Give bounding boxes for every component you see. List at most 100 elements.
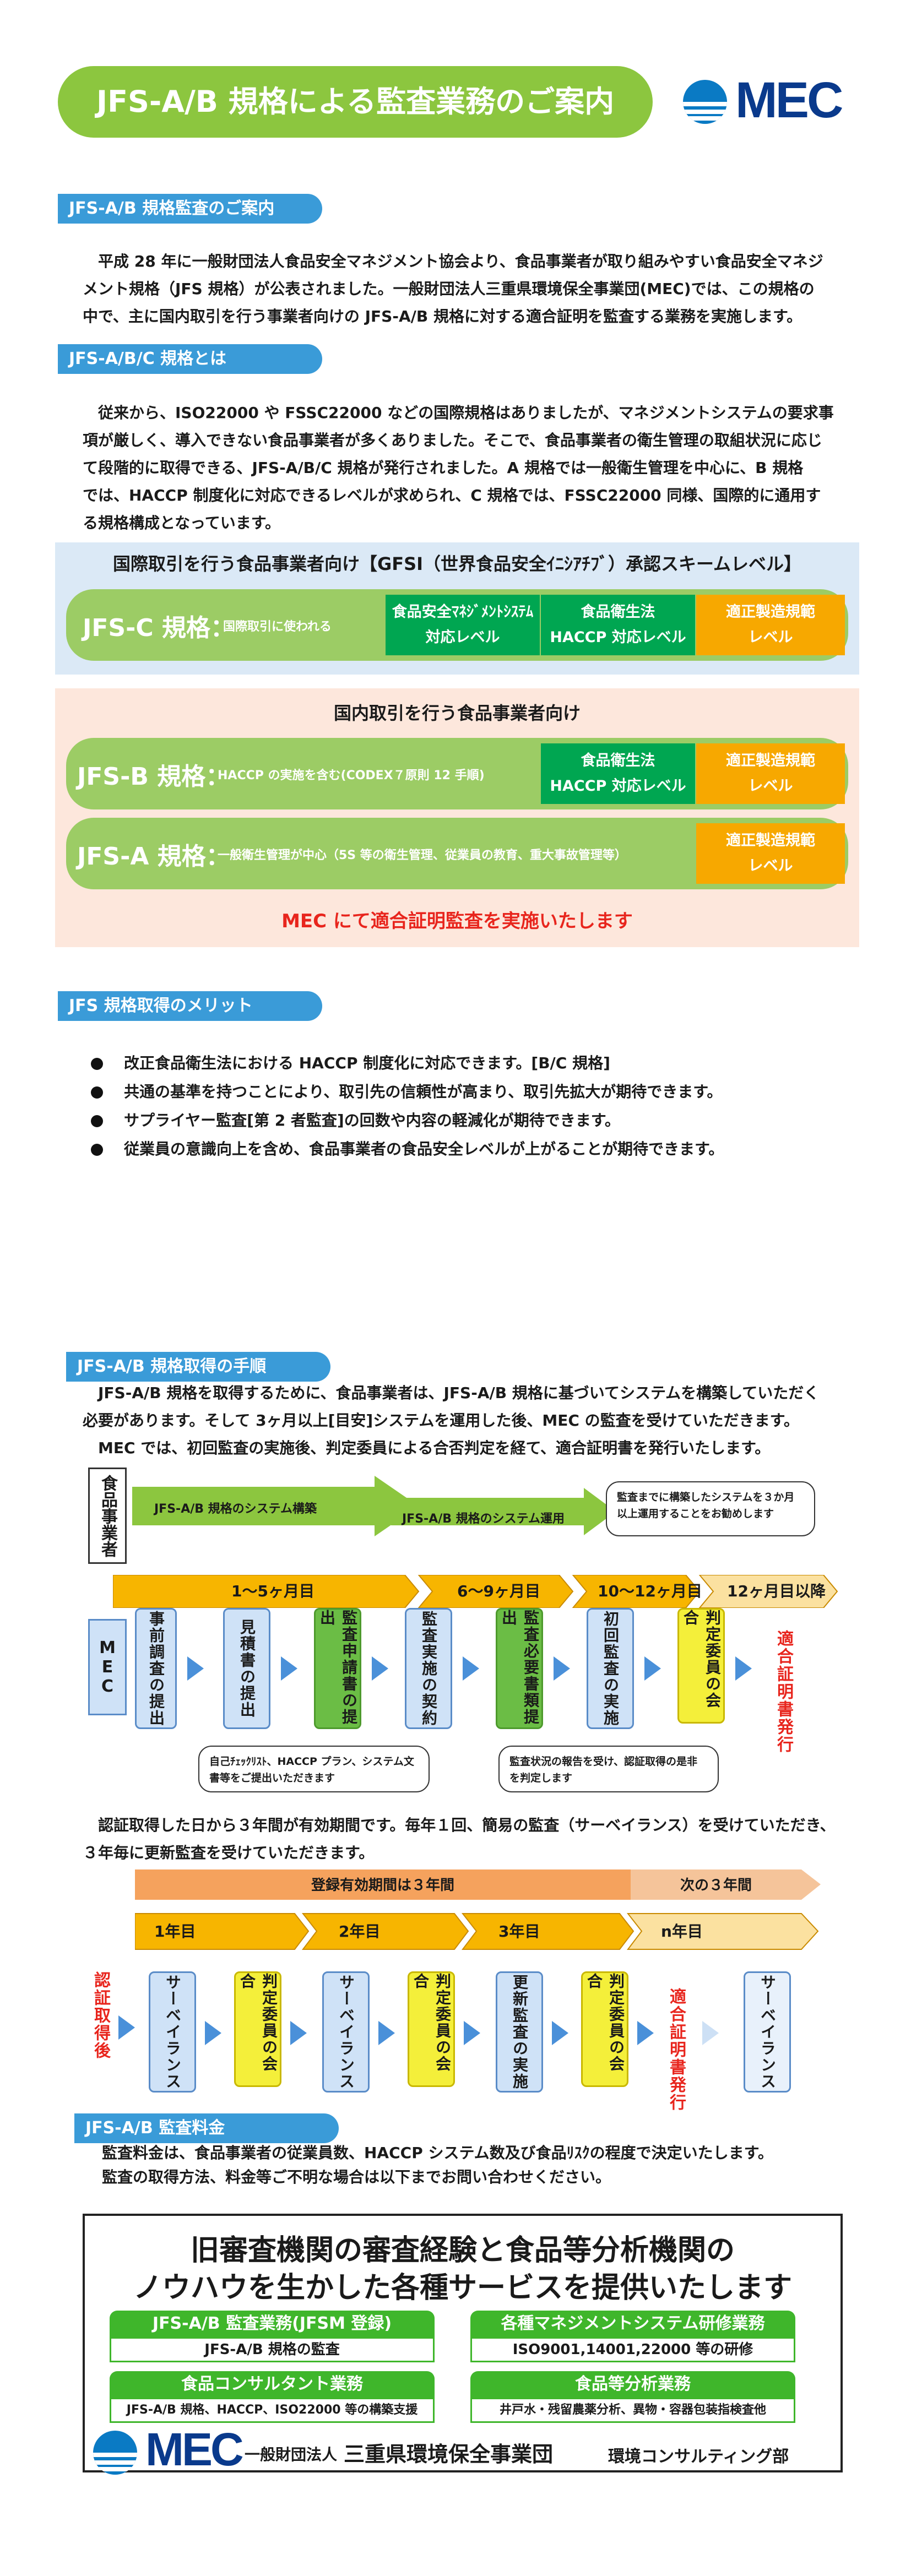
domestic-panel: 国内取引を行う食品事業者向け JFS-B 規格： HACCP の実施を含む(CO… xyxy=(55,688,859,947)
bullet-icon xyxy=(91,1144,103,1156)
service-detail: JFS-A/B 規格、HACCP、ISO22000 等の構築支援 xyxy=(110,2398,435,2423)
org-name: 三重県環境保全事業団 xyxy=(344,2442,554,2466)
year-label: 2年目 xyxy=(339,1922,381,1941)
mec-logo-text: MEC xyxy=(735,72,843,128)
text-line: 監査料金は、食品事業者の従業員数、HACCP システム数及び食品ﾘｽｸの程度で決… xyxy=(102,2144,773,2162)
step-box: 監査必要書類提出 xyxy=(496,1608,543,1729)
international-title: 国際取引を行う食品事業者向け【GFSI（世界食品安全ｲﾆｼｱﾁﾌﾞ）承認スキーム… xyxy=(112,553,802,574)
list-item: 共通の基準を持つことにより、取引先の信頼性が高まり、取引先拡大が期待できます。 xyxy=(91,1078,862,1106)
step-arrow-icon xyxy=(372,1656,388,1681)
arrow-operate-label: JFS-A/B 規格のシステム運用 xyxy=(402,1512,565,1526)
list-item-text: 共通の基準を持つことにより、取引先の信頼性が高まり、取引先拡大が期待できます。 xyxy=(124,1083,723,1101)
step-arrow-icon xyxy=(118,2015,135,2040)
timeline-label: 12ヶ月目以降 xyxy=(727,1582,826,1600)
mec-audit-note: MEC にて適合証明監査を実施いたします xyxy=(281,910,633,932)
step-arrow-icon xyxy=(554,1656,570,1681)
jfs-a-row: JFS-A 規格： 一般衛生管理が中心（5S 等の衛生管理、従業員の教育、重大事… xyxy=(66,818,848,889)
cycle-step-box: 更新監査の実施 xyxy=(496,1971,543,2093)
cycle-text: 認証取得した日から３年間が有効期間です。毎年１回、簡易の監査（サーベイランス）を… xyxy=(83,1812,876,1867)
cycle-step-box: サーベイランス xyxy=(744,1971,791,2093)
step-arrow-icon xyxy=(702,2021,719,2045)
merits-list: 改正食品衛生法における HACCP 制度化に対応できます。[B/C 規格] 共通… xyxy=(91,1049,862,1164)
arrow-operate xyxy=(391,1488,616,1535)
cycle-timeline xyxy=(135,1869,821,1950)
valid-period-label: 登録有効期間は３年間 xyxy=(311,1877,454,1894)
step-arrow-icon xyxy=(463,1656,479,1681)
mec-logo-icon xyxy=(683,80,727,124)
step-arrow-icon xyxy=(735,1656,752,1681)
service-title: 食品等分析業務 xyxy=(470,2371,795,2398)
service-detail: ISO9001,14001,22000 等の研修 xyxy=(470,2337,795,2362)
step-arrow-icon xyxy=(205,2021,221,2045)
list-item-text: サプライヤー監査[第 2 者監査]の回数や内容の軽減化が期待できます。 xyxy=(124,1111,620,1129)
year-label: 3年目 xyxy=(498,1922,540,1941)
text-line: ３年毎に更新監査を受けていただきます。 xyxy=(83,1844,375,1862)
step-box: 初回監査の実施 xyxy=(587,1608,634,1729)
text-line: 従来から、ISO22000 や FSSC22000 などの国際規格はありましたが… xyxy=(83,404,834,422)
jfs-a-note: 一般衛生管理が中心（5S 等の衛生管理、従業員の教育、重大事故管理等） xyxy=(218,849,627,862)
text-line: て段階的に取得できる、JFS-A/B/C 規格が発行されました。A 規格では一般… xyxy=(83,459,804,477)
step-arrow-icon xyxy=(281,1656,297,1681)
service-detail: 井戸水・残留農薬分析、異物・容器包装指検査他 xyxy=(470,2398,795,2423)
text-line: メント規格（JFS 規格）が公表されました。一般財団法人三重県環境保全事業団(M… xyxy=(83,280,815,298)
procedure-text: JFS-A/B 規格を取得するために、食品事業者は、JFS-A/B 規格に基づい… xyxy=(83,1379,876,1462)
arrow-build xyxy=(132,1476,419,1536)
timeline-bar xyxy=(113,1575,838,1608)
service-title: 食品コンサルタント業務 xyxy=(110,2371,435,2398)
mec-lane-label: MEC xyxy=(88,1619,127,1715)
jfs-a-label: JFS-A 規格： xyxy=(77,843,230,871)
domestic-title: 国内取引を行う食品事業者向け xyxy=(333,703,581,724)
gmp-level-cell: 適正製造規範 レベル xyxy=(696,823,845,884)
service-detail: JFS-A/B 規格の監査 xyxy=(110,2337,435,2362)
step-box: 事前調査の提出 xyxy=(135,1608,177,1729)
list-item: サプライヤー監査[第 2 者監査]の回数や内容の軽減化が期待できます。 xyxy=(91,1106,862,1135)
step-arrow-icon xyxy=(464,2021,480,2045)
services-headline: ノウハウを生かした各種サービスを提供いたします xyxy=(133,2271,792,2305)
step-box: 監査申請書の提出 xyxy=(314,1608,361,1729)
section-heading-merits: JFS 規格取得のメリット xyxy=(58,991,322,1021)
jfs-c-label: JFS-C 規格： xyxy=(83,614,235,642)
cycle-step-box: サーベイランス xyxy=(322,1971,370,2093)
step-box: 判定委員の会合 xyxy=(677,1608,725,1724)
text-line: 監査の取得方法、料金等ご不明な場合は以下までお問い合わせください。 xyxy=(102,2168,611,2186)
cycle-certificate-issue: 適合証明書発行 xyxy=(666,1988,686,2111)
step-arrow-icon xyxy=(637,2021,654,2045)
step-box: 見積書の提出 xyxy=(223,1608,270,1729)
service-title: JFS-A/B 監査業務(JFSM 登録) xyxy=(110,2311,435,2337)
timeline-label: 1～5ヶ月目 xyxy=(231,1582,314,1600)
haccp-level-cell: 食品衛生法 HACCP 対応レベル xyxy=(541,595,695,655)
international-panel: 国際取引を行う食品事業者向け【GFSI（世界食品安全ｲﾆｼｱﾁﾌﾞ）承認スキーム… xyxy=(55,542,859,675)
jfs-b-label: JFS-B 規格： xyxy=(77,763,230,791)
jfs-b-note: HACCP の実施を含む(CODEX７原則 12 手順) xyxy=(218,769,485,782)
service-title: 各種マネジメントシステム研修業務 xyxy=(470,2311,795,2337)
step-arrow-icon xyxy=(552,2021,568,2045)
year-label: n年目 xyxy=(661,1922,703,1941)
cycle-step-box: 判定委員の会合 xyxy=(581,1971,628,2087)
after-certification-label: 認証取得後 xyxy=(91,1971,110,2059)
section-guide-text: 平成 28 年に一般財団法人食品安全マネジメント協会より、食品事業者が取り組みや… xyxy=(83,248,876,330)
haccp-level-cell: 食品衛生法 HACCP 対応レベル xyxy=(541,743,695,804)
timeline-label: 6～9ヶ月目 xyxy=(457,1582,540,1600)
documents-bubble: 自己ﾁｪｯｸﾘｽﾄ、HACCP プラン、システム文書等をご提出いただきます xyxy=(198,1746,430,1792)
text-line: 必要があります。そして 3ヶ月以上[目安]システムを運用した後、MEC の監査を… xyxy=(83,1411,799,1430)
cycle-step-box: 判定委員の会合 xyxy=(408,1971,455,2087)
business-lane-label: 食品事業者 xyxy=(88,1468,127,1564)
fsms-level-cell: 食品安全ﾏﾈｼﾞﾒﾝﾄｼｽﾃﾑ 対応レベル xyxy=(386,595,540,655)
section-heading-about: JFS-A/B/C 規格とは xyxy=(58,344,322,374)
department: 環境コンサルティング部 xyxy=(608,2447,789,2466)
bullet-icon xyxy=(91,1058,103,1070)
text-line: 項が厳しく、導入できない食品事業者が多くありました。そこで、食品事業者の衛生管理… xyxy=(83,431,822,449)
fee-text: 監査料金は、食品事業者の従業員数、HACCP システム数及び食品ﾘｽｸの程度で決… xyxy=(102,2141,873,2189)
footer-logo: MEC xyxy=(93,2423,275,2475)
timeline-label: 10～12ヶ月目 xyxy=(598,1582,702,1600)
gmp-level-cell: 適正製造規範 レベル xyxy=(696,743,845,804)
text-line: MEC では、初回監査の実施後、判定委員による合否判定を経て、適合証明書を発行い… xyxy=(83,1439,771,1457)
mec-logo-text: MEC xyxy=(145,2423,244,2475)
step-arrow-icon xyxy=(644,1656,661,1681)
arrow-build-label: JFS-A/B 規格のシステム構築 xyxy=(154,1502,317,1516)
text-line: では、HACCP 制度化に対応できるレベルが求められ、C 規格では、FSSC22… xyxy=(83,486,821,504)
mec-logo-icon xyxy=(93,2431,137,2475)
list-item-text: 従業員の意識向上を含め、食品事業者の食品安全レベルが上がることが期待できます。 xyxy=(124,1140,724,1158)
services-panel: 旧審査機関の審査経験と食品等分析機関の ノウハウを生かした各種サービスを提供いた… xyxy=(83,2214,843,2475)
text-line: 平成 28 年に一般財団法人食品安全マネジメント協会より、食品事業者が取り組みや… xyxy=(83,252,823,270)
